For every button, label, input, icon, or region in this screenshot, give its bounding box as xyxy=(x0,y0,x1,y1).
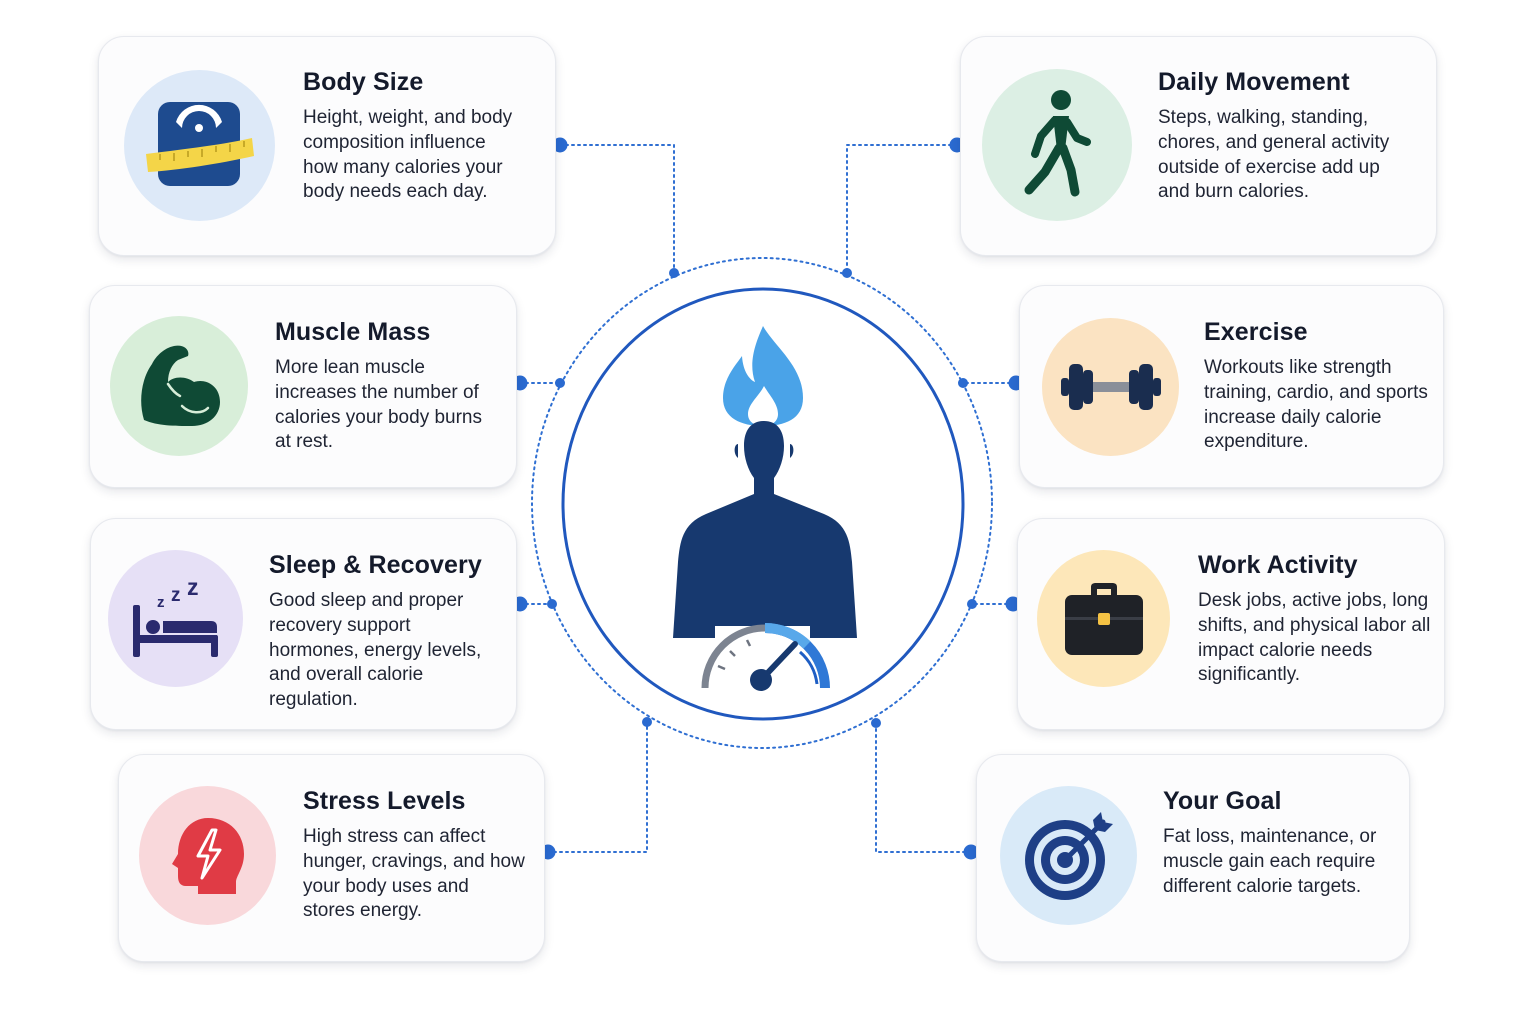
card-muscle-mass: Muscle Mass More lean muscle increases t… xyxy=(89,285,517,488)
connector-daily-movement xyxy=(846,144,958,274)
card-your-goal: Your Goal Fat loss, maintenance, or musc… xyxy=(976,754,1410,962)
connector-dot xyxy=(642,717,652,727)
card-description: More lean muscle increases the number of… xyxy=(275,357,482,453)
card-title: Your Goal xyxy=(1163,787,1282,815)
icon-circle xyxy=(139,786,276,925)
flexed-arm-icon xyxy=(141,345,220,426)
speedometer-gauge-icon xyxy=(701,622,830,691)
scale-icon xyxy=(145,101,254,186)
connector-dot xyxy=(871,718,881,728)
connector-dot xyxy=(963,844,979,860)
card-stress-levels: Stress Levels High stress can affect hun… xyxy=(118,754,545,962)
card-description: Steps, walking, standing, chores, and ge… xyxy=(1158,107,1390,203)
card-sleep-recovery: z z z Sleep & Recovery Good sleep and pr… xyxy=(90,518,517,730)
icon-circle xyxy=(124,70,275,221)
card-description: Height, weight, and body composition inf… xyxy=(303,107,513,203)
svg-text:z: z xyxy=(187,577,199,600)
sleeping-bed-icon: z z z xyxy=(132,577,218,657)
flame-icon xyxy=(723,326,803,426)
icon-circle xyxy=(982,69,1132,221)
connector-dot xyxy=(967,599,977,609)
connector-dot xyxy=(669,268,679,278)
walking-person-icon xyxy=(1024,90,1091,197)
card-title: Sleep & Recovery xyxy=(269,551,482,579)
briefcase-icon xyxy=(1064,582,1143,655)
card-description: Fat loss, maintenance, or muscle gain ea… xyxy=(1163,826,1377,897)
icon-circle xyxy=(110,316,248,456)
card-title: Daily Movement xyxy=(1158,68,1350,96)
center-hub xyxy=(561,287,965,721)
card-description: Workouts like strength training, cardio,… xyxy=(1204,357,1428,453)
svg-text:z: z xyxy=(157,594,165,611)
card-description: High stress can affect hunger, cravings,… xyxy=(303,826,525,922)
connector-stress-levels xyxy=(547,721,648,853)
icon-circle xyxy=(1037,550,1170,687)
dumbbell-icon xyxy=(1060,364,1161,410)
card-description: Desk jobs, active jobs, long shifts, and… xyxy=(1198,590,1431,686)
card-title: Stress Levels xyxy=(303,787,466,815)
card-work-activity: Work Activity Desk jobs, active jobs, lo… xyxy=(1017,518,1445,730)
card-title: Work Activity xyxy=(1198,551,1358,579)
connector-dot xyxy=(552,137,568,153)
connector-dot xyxy=(842,268,852,278)
icon-circle xyxy=(1000,786,1137,925)
outer-dotted-ring xyxy=(531,257,993,749)
connector-body-size xyxy=(559,144,675,274)
icon-circle xyxy=(1042,318,1179,456)
connector-dot xyxy=(958,378,968,388)
connector-dot xyxy=(555,378,565,388)
card-exercise: Exercise Workouts like strength training… xyxy=(1019,285,1444,488)
card-body-size: Body Size Height, weight, and body compo… xyxy=(98,36,556,256)
connector-dot xyxy=(547,599,557,609)
card-title: Exercise xyxy=(1204,318,1308,346)
card-description: Good sleep and proper recovery support h… xyxy=(269,590,482,711)
card-title: Body Size xyxy=(303,68,424,96)
icon-circle: z z z xyxy=(108,550,243,687)
torso-silhouette-icon xyxy=(673,421,857,638)
target-icon xyxy=(1024,811,1113,900)
connector-dot xyxy=(1005,596,1021,612)
card-title: Muscle Mass xyxy=(275,318,431,346)
stressed-head-icon xyxy=(171,817,244,894)
svg-text:z: z xyxy=(171,585,181,606)
card-daily-movement: Daily Movement Steps, walking, standing,… xyxy=(960,36,1437,256)
connector-your-goal xyxy=(875,722,972,853)
